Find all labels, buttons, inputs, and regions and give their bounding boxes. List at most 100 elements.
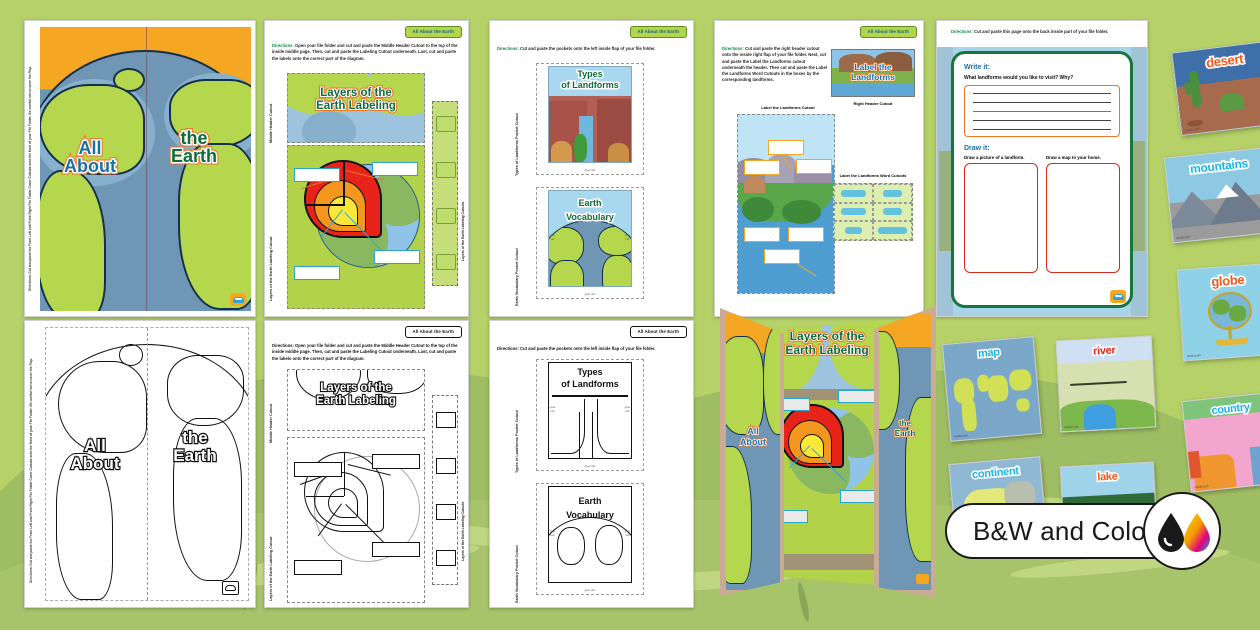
glue-tab-label: glue tab	[624, 233, 631, 241]
pocket2-title: Earth Vocabulary	[566, 198, 614, 222]
glue-tab-label: glue tab	[549, 405, 556, 413]
draw-prompt-right: Draw a map to your home.	[1046, 155, 1101, 160]
glue-tab-label: glue tab	[624, 109, 631, 117]
right-header-caption: Right Header Cutout	[853, 101, 893, 106]
vlabel-landforms-pocket: Types of Landforms Pocket Cutout	[515, 113, 519, 176]
page-layers-bw[interactable]: All About the Earth Directions: Open you…	[264, 320, 469, 608]
ink-badge-circle	[1143, 492, 1221, 570]
watermark: twinkl.com	[953, 433, 969, 439]
page-directions: Directions: Cut and paste the right head…	[722, 46, 827, 83]
vlabel-middle-header: Middle Header Cutout	[269, 103, 273, 143]
cover-title-right: the Earth	[169, 128, 218, 167]
vocab-card-map[interactable]: map map twinkl.com	[941, 336, 1043, 442]
watermark: twinkl.com	[1186, 353, 1202, 359]
vlabel-vocab-pocket: Earth Vocabulary Pocket Cutout	[515, 248, 519, 306]
page-tab: All About the Earth	[629, 326, 687, 338]
bw-pocket1-title: Types of Landforms	[561, 366, 620, 389]
page-directions: Directions: Open your file folder and cu…	[272, 43, 458, 61]
draw-it-heading: Draw it:	[964, 145, 990, 152]
bw-pocket-types-of-landforms: Types of Landforms glue tab glue tab glu…	[536, 359, 644, 471]
vlabel-landforms-pocket: Types of Landforms Pocket Cutout	[515, 410, 519, 473]
page-tab: All About the Earth	[404, 26, 462, 38]
page-tab: All About the Earth	[859, 26, 917, 38]
right-header-title: Label the Landforms	[850, 61, 895, 83]
bw-and-color-label: B&W and Color	[973, 515, 1155, 546]
bw-cover-artwork	[45, 327, 249, 601]
vocab-card-river[interactable]: river river twinkl.com	[1055, 335, 1157, 433]
bw-cover-directions: Directions: Cut and paste the Front Left…	[29, 358, 33, 583]
cover-directions: Directions: Cut and paste the Front Left…	[28, 66, 32, 291]
vlabel-layers-cutout: Layers of the Earth Labeling Cutout	[269, 236, 273, 301]
vocab-card-globe[interactable]: globe globe twinkl.com	[1176, 262, 1260, 362]
layers-labeling-cutout	[287, 145, 425, 309]
vocab-card-desert[interactable]: desert desert twinkl.com	[1171, 39, 1260, 137]
ink-drop-black-icon	[1158, 513, 1184, 552]
page-pockets-color[interactable]: All About the Earth Directions: Cut and …	[489, 20, 694, 317]
watermark: twinkl.com	[1064, 424, 1079, 430]
page-write-and-draw[interactable]: Directions: Cut and paste this page onto…	[936, 20, 1148, 317]
page-pockets-bw[interactable]: All About the Earth Directions: Cut and …	[489, 320, 694, 608]
bw-pocket-earth-vocabulary: Earth Vocabulary glue tab glue tab glue …	[536, 483, 644, 595]
page-directions: Directions: Cut and paste the pockets on…	[497, 346, 656, 351]
draw-box-right[interactable]	[1046, 163, 1120, 273]
page-layers-color[interactable]: All About the Earth Directions: Open you…	[264, 20, 469, 317]
landforms-cutout-caption: Label the Landforms Cutout	[761, 105, 815, 110]
bw-middle-header-cutout: Layers of the Earth Labeling	[287, 369, 425, 431]
page-tab: All About the Earth	[404, 326, 462, 338]
vocab-word: mountains	[1189, 156, 1249, 177]
write-draw-card: Write it: What landforms would you like …	[951, 51, 1133, 308]
landforms-word-cutouts-grid	[833, 183, 913, 241]
twinkl-logo	[230, 293, 246, 306]
glue-tab-label: glue tab	[624, 529, 631, 537]
cover-title-left: All About	[63, 138, 118, 177]
vocab-card-country[interactable]: country country twinkl.com	[1181, 391, 1260, 493]
vlabel-vocab-pocket: Earth Vocabulary Pocket Cutout	[515, 545, 519, 603]
bw-cover-title-right: the Earth	[172, 427, 218, 465]
bw-pocket2-title: Earth Vocabulary	[566, 496, 614, 520]
page-directions: Directions: Cut and paste the pockets on…	[497, 46, 656, 51]
layers-word-strip-column	[432, 101, 458, 286]
page-cover-bw[interactable]: Directions: Cut and paste the Front Left…	[24, 320, 256, 608]
cover-artwork	[40, 27, 251, 311]
glue-tab-label: glue tab	[584, 168, 596, 172]
layers-header-title: Layers of the Earth Labeling	[315, 86, 397, 113]
mockup-title: Layers of the Earth Labeling	[785, 328, 870, 357]
draw-box-left[interactable]	[964, 163, 1038, 273]
page-label-landforms[interactable]: All About the Earth Directions: Cut and …	[714, 20, 924, 317]
vocab-word: lake	[1097, 470, 1118, 484]
vocab-word: continent	[971, 465, 1020, 482]
mockup-left-flap-title: All About	[739, 425, 766, 447]
bw-cover-title-left: All About	[69, 435, 120, 473]
draw-prompt-left: Draw a picture of a landform.	[964, 155, 1025, 160]
vocab-card-mountains[interactable]: mountains mountains twinkl.com	[1163, 146, 1260, 244]
page-directions: Directions: Cut and paste this page onto…	[951, 29, 1109, 34]
label-the-landforms-cutout	[737, 114, 835, 294]
vlabel-label-cutouts: Layers of the Earth Labeling Cutouts	[461, 201, 465, 261]
twinkl-logo	[1110, 290, 1126, 303]
write-it-prompt: What landforms would you like to visit? …	[964, 75, 1074, 81]
bw-layers-header-title: Layers of the Earth Labeling	[315, 381, 397, 408]
page-directions: Directions: Open your file folder and cu…	[272, 343, 458, 361]
glue-tab-label: glue tab	[624, 405, 631, 413]
glue-tab-label: glue tab	[549, 109, 556, 117]
page-cover-color[interactable]: Directions: Cut and paste the Front Left…	[24, 20, 256, 317]
write-it-heading: Write it:	[964, 64, 990, 71]
vocab-word: river	[1092, 344, 1116, 358]
glue-tab-label: glue tab	[584, 292, 596, 296]
vlabel-label-cutouts: Layers of the Earth Labeling Cutouts	[461, 501, 465, 561]
glue-tab-label: glue tab	[549, 529, 556, 537]
glue-tab-label: glue tab	[584, 588, 596, 592]
write-it-lines-box[interactable]	[964, 85, 1120, 137]
vocab-word: desert	[1205, 50, 1245, 71]
mockup-right-flap-title: the Earth	[894, 418, 916, 438]
vlabel-middle-header: Middle Header Cutout	[269, 403, 273, 443]
